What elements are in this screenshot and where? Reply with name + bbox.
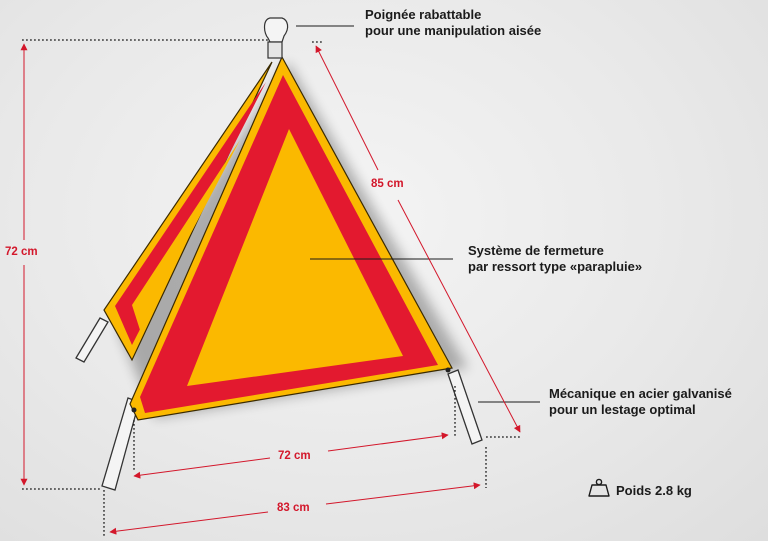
mechanics-callout-line1: Mécanique en acier galvanisé bbox=[549, 386, 732, 401]
base-outer-dimension-label: 83 cm bbox=[277, 502, 310, 514]
pivot-left bbox=[131, 407, 137, 413]
reference-lines bbox=[22, 39, 520, 536]
base-inner-dimension-label: 72 cm bbox=[278, 450, 311, 462]
weight-label: Poids 2.8 kg bbox=[616, 482, 692, 498]
closure-callout-line2: par ressort type «parapluie» bbox=[468, 259, 643, 274]
steel-legs bbox=[75, 317, 483, 491]
front-panel bbox=[129, 55, 453, 421]
mechanics-callout-line2: pour un lestage optimal bbox=[549, 402, 696, 417]
dimension-lines bbox=[20, 43, 521, 535]
side-dimension-label: 85 cm bbox=[371, 178, 404, 190]
weight-info: Poids 2.8 kg bbox=[588, 478, 692, 503]
folding-handle-icon bbox=[263, 17, 289, 59]
handle-callout-line1: Poignée rabattable bbox=[365, 7, 482, 22]
height-dimension-label: 72 cm bbox=[5, 246, 38, 258]
pivot-right bbox=[445, 367, 451, 373]
back-panel bbox=[103, 61, 273, 362]
closure-callout-line1: Système de fermeture bbox=[468, 243, 604, 258]
handle-callout-line2: pour une manipulation aisée bbox=[365, 23, 542, 38]
weight-icon bbox=[588, 478, 610, 503]
